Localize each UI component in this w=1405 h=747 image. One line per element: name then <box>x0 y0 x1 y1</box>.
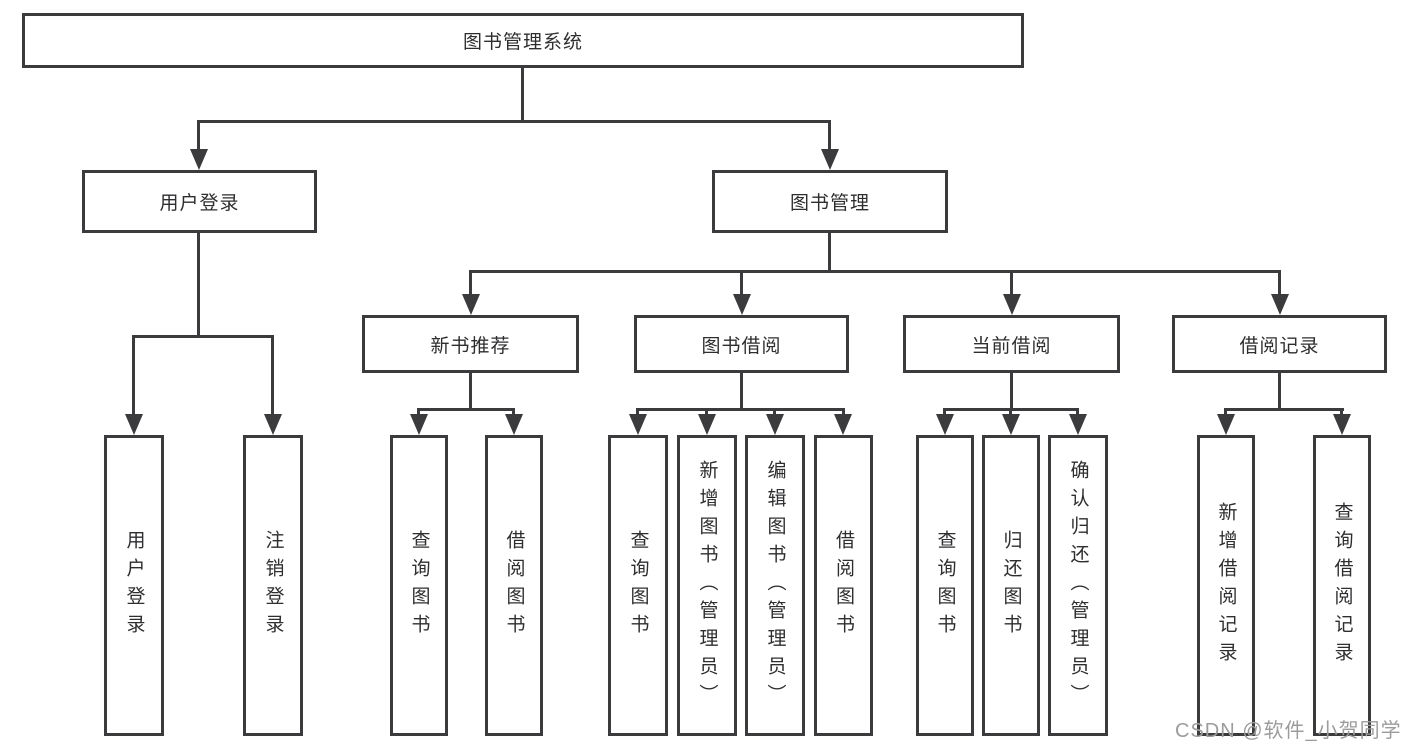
connector-line <box>1009 408 1012 417</box>
node-label: 新书推荐 <box>430 335 511 357</box>
node-label: 用户登录 <box>159 193 240 214</box>
connector-line <box>197 120 831 123</box>
arrowhead-icon <box>733 294 751 315</box>
connector-line <box>1224 408 1227 417</box>
node-label: 借阅记录 <box>1239 335 1320 357</box>
connector-line <box>705 408 708 417</box>
arrowhead-icon <box>1003 294 1021 315</box>
connector-line <box>740 373 743 408</box>
leaf-label: 借阅图书 <box>503 529 525 642</box>
leaf-borrowing-add-books-admin: 新增图书（管理员） <box>677 435 737 736</box>
leaf-borrowing-edit-books-admin: 编辑图书（管理员） <box>745 435 805 736</box>
node-user-login: 用户登录 <box>82 170 317 233</box>
leaf-label: 用户登录 <box>123 529 145 642</box>
leaf-current-confirm-return-admin: 确认归还（管理员） <box>1048 435 1108 736</box>
leaf-label: 查询图书 <box>627 529 649 642</box>
arrowhead-icon <box>1333 414 1351 435</box>
connector-line <box>469 373 472 408</box>
leaf-label: 编辑图书（管理员） <box>764 459 786 712</box>
arrowhead-icon <box>834 414 852 435</box>
leaf-current-return-books: 归还图书 <box>982 435 1040 736</box>
leaf-label: 确认归还（管理员） <box>1067 459 1089 712</box>
connector-line <box>1010 373 1013 408</box>
leaf-label: 查询图书 <box>408 529 430 642</box>
connector-line <box>1076 408 1079 417</box>
connector-line <box>740 270 743 296</box>
connector-line <box>1278 373 1281 408</box>
arrowhead-icon <box>410 414 428 435</box>
connector-line <box>636 408 639 417</box>
connector-line <box>828 120 831 152</box>
arrowhead-icon <box>1002 414 1020 435</box>
leaf-label: 归还图书 <box>1000 529 1022 642</box>
arrowhead-icon <box>766 414 784 435</box>
connector-line <box>132 335 135 414</box>
leaf-borrowing-borrow-books: 借阅图书 <box>814 435 873 736</box>
node-book-management: 图书管理 <box>712 170 948 233</box>
node-borrowing-records: 借阅记录 <box>1172 315 1387 373</box>
connector-line <box>943 408 946 417</box>
connector-line <box>271 335 274 414</box>
arrowhead-icon <box>821 149 839 170</box>
arrowhead-icon <box>1271 294 1289 315</box>
leaf-recommend-query-books: 查询图书 <box>390 435 448 736</box>
node-new-book-recommend: 新书推荐 <box>362 315 579 373</box>
leaf-label: 查询图书 <box>934 529 956 642</box>
csdn-watermark: CSDN @软件_小贺同学 <box>1175 720 1402 742</box>
connector-line <box>1278 270 1281 296</box>
leaf-label: 借阅图书 <box>833 529 854 642</box>
node-label: 图书借阅 <box>701 335 782 357</box>
arrowhead-icon <box>936 414 954 435</box>
node-library-management-system: 图书管理系统 <box>22 13 1024 68</box>
arrowhead-icon <box>1069 414 1087 435</box>
connector-line <box>417 408 420 417</box>
arrowhead-icon <box>698 414 716 435</box>
node-label: 当前借阅 <box>971 335 1052 357</box>
connector-line <box>417 408 515 411</box>
arrowhead-icon <box>264 414 282 435</box>
connector-line <box>521 68 524 120</box>
connector-line <box>842 408 845 417</box>
connector-line <box>469 270 472 296</box>
leaf-current-query-books: 查询图书 <box>916 435 974 736</box>
connector-line <box>469 270 1281 273</box>
connector-line <box>1340 408 1343 417</box>
connector-line <box>773 408 776 417</box>
leaf-label: 新增借阅记录 <box>1215 501 1237 670</box>
leaf-borrowing-query-books: 查询图书 <box>608 435 668 736</box>
connector-line <box>1010 270 1013 296</box>
leaf-user-login: 用户登录 <box>104 435 164 736</box>
arrowhead-icon <box>462 294 480 315</box>
leaf-records-add-record: 新增借阅记录 <box>1197 435 1255 736</box>
connector-line <box>828 233 831 270</box>
arrowhead-icon <box>629 414 647 435</box>
leaf-recommend-borrow-books: 借阅图书 <box>485 435 543 736</box>
node-label: 图书管理系统 <box>462 32 583 53</box>
arrowhead-icon <box>190 149 208 170</box>
leaf-label: 注销登录 <box>262 529 284 642</box>
arrowhead-icon <box>505 414 523 435</box>
node-label: 图书管理 <box>789 193 870 214</box>
connector-line <box>512 408 515 417</box>
leaf-logout: 注销登录 <box>243 435 303 736</box>
leaf-records-query-record: 查询借阅记录 <box>1313 435 1371 736</box>
arrowhead-icon <box>125 414 143 435</box>
leaf-label: 查询借阅记录 <box>1331 501 1353 670</box>
connector-line <box>636 408 845 411</box>
node-current-borrowing: 当前借阅 <box>903 315 1120 373</box>
node-book-borrowing: 图书借阅 <box>634 315 849 373</box>
connector-line <box>132 335 274 338</box>
connector-line <box>197 233 200 335</box>
arrowhead-icon <box>1217 414 1235 435</box>
connector-line <box>1224 408 1344 411</box>
leaf-label: 新增图书（管理员） <box>696 459 718 712</box>
connector-line <box>197 120 200 152</box>
